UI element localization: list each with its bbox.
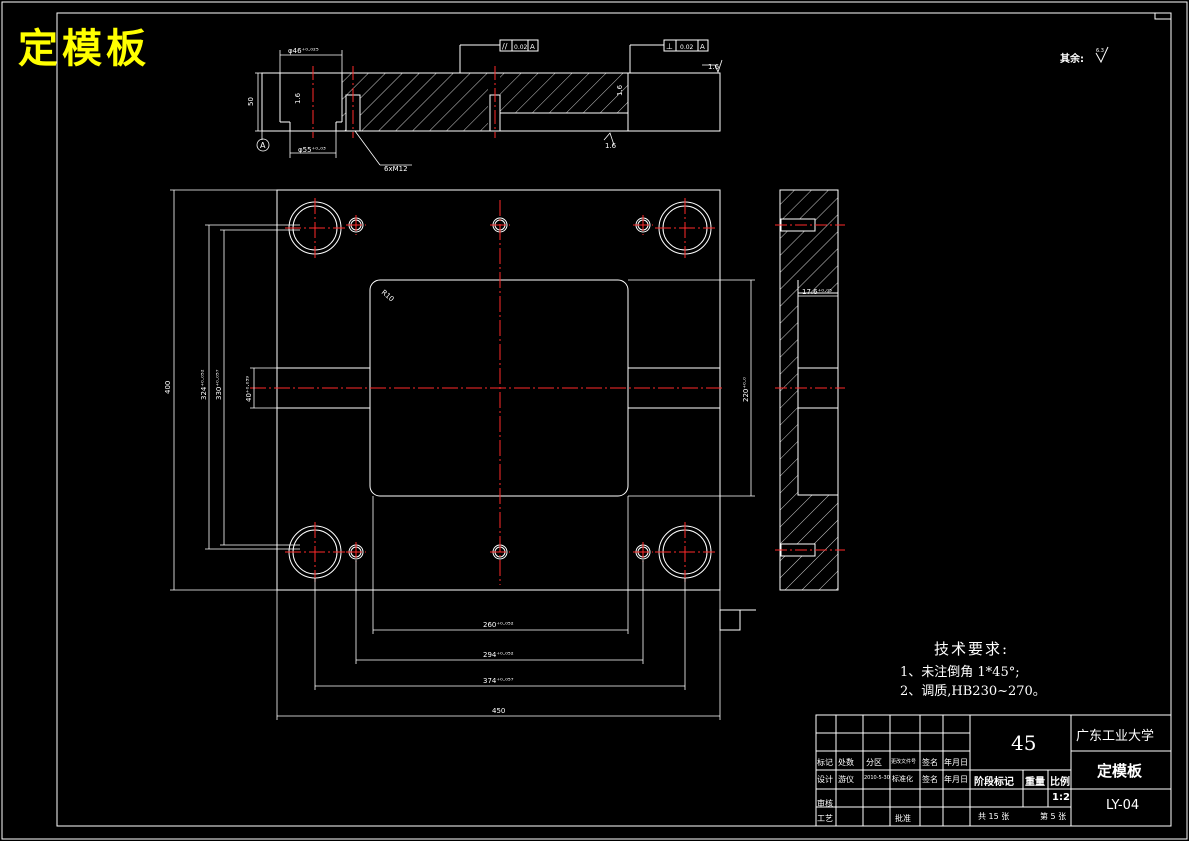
dim-h374: 374⁺⁰·⁰⁵⁷	[483, 677, 514, 685]
top-section-view	[261, 72, 721, 132]
scale-label: 比例	[1050, 777, 1070, 788]
dim-v40: 40⁺⁰·⁰³⁹	[245, 376, 253, 402]
surface-symbol-value: 6.3	[1096, 48, 1104, 54]
plan-centerlines	[250, 198, 725, 585]
title-block-grid	[815, 714, 1172, 827]
row1-c1: 处数	[838, 758, 854, 767]
tol1-symbol: //	[502, 42, 508, 51]
dim-h294: 294⁺⁰·⁰⁵²	[483, 651, 514, 659]
row1-c4: 签名	[922, 758, 938, 767]
row2-c3: 标准化	[892, 775, 913, 783]
stage-label: 阶段标记	[974, 777, 1014, 788]
row3-c0: 审核	[817, 799, 833, 808]
plan-view	[276, 189, 756, 631]
roughness-symbol	[1095, 46, 1109, 64]
dim-d176: 17.6⁺⁰·⁰⁵	[802, 288, 832, 296]
dim-v330: 330⁺⁰·⁰⁵⁷	[215, 369, 223, 400]
row1-c0: 标记	[817, 758, 833, 767]
drawing-title: 定模板	[18, 25, 150, 72]
tech-heading: 技术要求:	[934, 640, 1010, 658]
drawing-number: LY-04	[1106, 798, 1140, 813]
material: 45	[1011, 731, 1037, 755]
tech-requirements: 技术要求: 1、未注倒角 1*45°; 2、调质,HB230~270。	[900, 638, 1046, 701]
row2-c5: 年月日	[944, 775, 968, 784]
row4-c1: 批准	[895, 814, 911, 823]
tol1-value: 0.02	[514, 44, 528, 51]
top-view-centerlines	[312, 66, 496, 138]
dim-v324: 324⁺⁰·⁰⁵²	[200, 369, 208, 400]
tolerance-frame-perp	[629, 39, 709, 73]
row1-c5: 年月日	[944, 758, 968, 767]
dim-d46: φ46⁺⁰·⁰²⁵	[288, 47, 319, 55]
dim-screw: 6xM12	[384, 165, 408, 173]
side-section-view	[779, 189, 839, 591]
ra-d: 1.6	[605, 142, 617, 150]
ra-b: 1.6	[616, 84, 624, 96]
drawing-frame	[56, 12, 1172, 827]
tol2-value: 0.02	[680, 44, 694, 51]
tech-item-2: 2、调质,HB230~270。	[900, 684, 1046, 699]
surface-note: 其余:	[1060, 52, 1084, 65]
tol2-datum: A	[700, 43, 705, 51]
datum-a: A	[260, 141, 266, 150]
corner-tab	[1154, 12, 1172, 20]
dim-h50: 50	[247, 97, 255, 106]
plan-outline	[276, 189, 721, 591]
dim-h260: 260⁺⁰·⁰⁵²	[483, 621, 514, 629]
school-name: 广东工业大学	[1076, 729, 1155, 744]
row2-c1: 游仪	[838, 775, 854, 784]
ra-a: 1.6	[294, 92, 302, 104]
row2-c4: 签名	[922, 775, 938, 784]
row1-c3: 更改文件号	[891, 759, 917, 765]
dim-r10: R10	[380, 288, 396, 303]
row4-c0: 工艺	[817, 814, 833, 823]
dim-h400: 400	[164, 381, 172, 394]
weight-label: 重量	[1025, 777, 1045, 788]
dim-h450: 450	[492, 707, 505, 715]
part-name: 定模板	[1097, 762, 1143, 780]
tolerance-frame-parallel	[459, 39, 539, 73]
total-sheets: 共 15 张	[978, 812, 1010, 821]
dim-d55: φ55⁺⁰·⁰³	[298, 146, 326, 154]
scale: 1:2	[1052, 792, 1070, 803]
row2-c0: 设计	[817, 775, 833, 784]
sheet-number: 第 5 张	[1040, 812, 1067, 821]
ra-c: 1.6	[708, 63, 720, 71]
tol2-symbol: ⊥	[666, 42, 673, 51]
tol1-datum: A	[530, 43, 535, 51]
row1-c2: 分区	[866, 758, 882, 767]
row2-c2: 2010-5-30	[864, 775, 890, 781]
tech-item-1: 1、未注倒角 1*45°;	[900, 665, 1020, 680]
dim-v220: 220⁺⁰·⁰	[742, 377, 750, 402]
